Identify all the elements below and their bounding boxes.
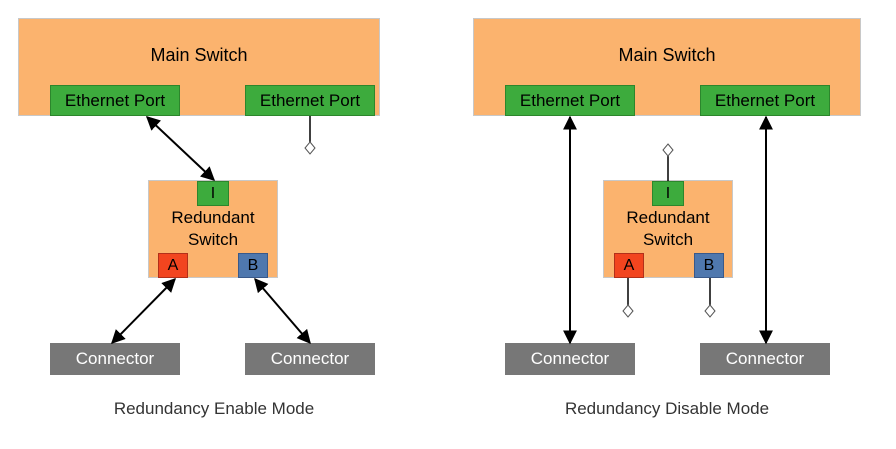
right-caption: Redundancy Disable Mode — [564, 399, 770, 418]
left-arrow-b-to-connector — [254, 277, 311, 345]
left-redundant-label-line2: Switch — [187, 230, 239, 249]
right-main-switch-title: Main Switch — [618, 45, 716, 65]
left-connector-2: Connector — [245, 343, 375, 375]
left-redundant-label-line1: Redundant — [171, 208, 255, 227]
left-connector-1: Connector — [50, 343, 180, 375]
right-ethernet-port-1: Ethernet Port — [505, 85, 635, 116]
right-input-open-diamond-icon — [662, 143, 674, 157]
right-ethernet-port-2: Ethernet Port — [700, 85, 830, 116]
right-b-open-diamond-icon — [704, 304, 716, 318]
left-pin-b: B — [238, 253, 268, 278]
right-connector-1: Connector — [505, 343, 635, 375]
left-caption: Redundancy Enable Mode — [113, 399, 315, 418]
left-arrow-port-to-input — [145, 116, 216, 181]
right-redundant-label-line2: Switch — [642, 230, 694, 249]
right-pin-a: A — [614, 253, 644, 278]
right-redundant-label-line1: Redundant — [626, 208, 710, 227]
left-arrow-a-to-connector — [111, 278, 176, 344]
right-pin-b: B — [694, 253, 724, 278]
right-pin-input: I — [652, 181, 684, 206]
right-a-open-diamond-icon — [622, 304, 634, 318]
left-main-switch-title: Main Switch — [150, 45, 248, 65]
left-pin-input: I — [197, 181, 229, 206]
left-pin-a: A — [158, 253, 188, 278]
left-ethernet-port-2: Ethernet Port — [245, 85, 375, 116]
left-ethernet-port-1: Ethernet Port — [50, 85, 180, 116]
left-open-diamond-icon — [304, 141, 316, 155]
right-connector-2: Connector — [700, 343, 830, 375]
